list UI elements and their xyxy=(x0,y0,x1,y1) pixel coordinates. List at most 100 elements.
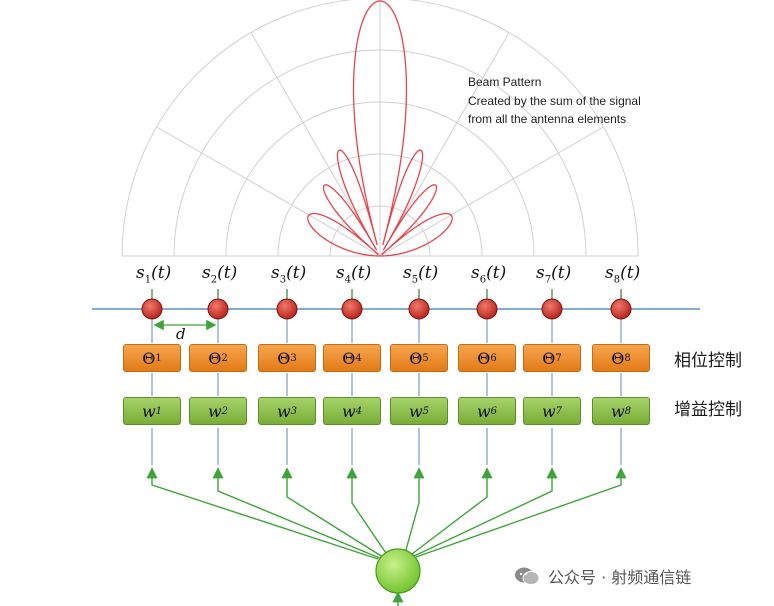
phase-index: 5 xyxy=(422,352,429,364)
phase-symbol: Θ xyxy=(611,348,625,368)
spacing-label: d xyxy=(176,325,186,343)
phase-symbol: Θ xyxy=(277,348,291,368)
signal-index: 7 xyxy=(544,274,552,286)
antenna-element-1 xyxy=(141,298,163,320)
beam-pattern-caption: Beam Pattern Created by the sum of the s… xyxy=(468,73,708,129)
phase-symbol: Θ xyxy=(342,348,356,368)
signal-symbol: s xyxy=(536,263,545,283)
signal-time-arg: (t) xyxy=(286,263,307,283)
phase-control-label: 相位控制 xyxy=(674,351,742,371)
gain-index: 4 xyxy=(355,405,363,417)
antenna-elements xyxy=(141,289,632,396)
antenna-element-8 xyxy=(610,298,632,320)
gain-symbol: w xyxy=(341,401,356,421)
beam-pattern-lobes xyxy=(307,0,453,257)
gain-index: 1 xyxy=(155,405,163,417)
caption-line-1: Beam Pattern xyxy=(468,75,542,89)
feed-line-1 xyxy=(146,467,379,560)
signal-label-6: s6(t) xyxy=(471,263,506,285)
chat-bubble-icon xyxy=(515,567,540,585)
gain-index: 5 xyxy=(422,405,430,417)
gain-index: 6 xyxy=(490,405,498,417)
signal-time-arg: (t) xyxy=(217,263,238,283)
phase-index: 6 xyxy=(490,352,497,364)
watermark-text: 公众号 · 射频通信链 xyxy=(548,568,692,587)
phase-symbol: Θ xyxy=(208,348,222,368)
signal-index: 8 xyxy=(613,274,621,286)
grid-ring xyxy=(121,0,639,257)
antenna-element-7 xyxy=(541,298,563,320)
signal-symbol: s xyxy=(271,263,280,283)
signal-label-7: s7(t) xyxy=(536,263,571,285)
antenna-element-2 xyxy=(207,298,229,320)
signal-index: 6 xyxy=(479,274,487,286)
feed-line-5 xyxy=(403,467,425,558)
feed-line-7 xyxy=(411,467,558,558)
gain-symbol: w xyxy=(541,401,556,421)
feed-line-8 xyxy=(415,467,627,558)
gain-symbol: w xyxy=(207,401,222,421)
phase-symbol: Θ xyxy=(409,348,423,368)
gain-symbol: w xyxy=(141,401,156,421)
signal-index: 1 xyxy=(144,274,152,286)
signal-index: 4 xyxy=(344,274,352,286)
signal-symbol: s xyxy=(136,263,145,283)
gain-index: 2 xyxy=(221,405,229,417)
signal-symbol: s xyxy=(336,263,345,283)
signal-label-4: s4(t) xyxy=(336,263,371,285)
phase-symbol: Θ xyxy=(542,348,556,368)
signal-source xyxy=(375,548,421,594)
phase-index: 8 xyxy=(624,352,631,364)
signal-label-8: s8(t) xyxy=(605,263,640,285)
phase-index: 3 xyxy=(290,352,297,364)
grid-spoke xyxy=(379,126,604,257)
signal-time-arg: (t) xyxy=(551,263,572,283)
gain-index: 8 xyxy=(624,405,632,417)
grid-spoke xyxy=(156,126,381,257)
antenna-element-3 xyxy=(276,298,298,320)
signal-index: 3 xyxy=(279,274,287,286)
feed-network xyxy=(146,428,627,606)
gain-index: 7 xyxy=(555,405,563,417)
signal-label-3: s3(t) xyxy=(271,263,306,285)
feed-line-2 xyxy=(212,467,383,560)
phase-index: 1 xyxy=(155,352,162,364)
gain-control-label: 增益控制 xyxy=(674,400,742,420)
signal-time-arg: (t) xyxy=(351,263,372,283)
grid-spoke xyxy=(379,32,510,257)
phase-symbol: Θ xyxy=(477,348,491,368)
phase-index: 7 xyxy=(555,352,562,364)
phase-symbol: Θ xyxy=(142,348,156,368)
signal-symbol: s xyxy=(202,263,211,283)
antenna-element-4 xyxy=(341,298,363,320)
signal-symbol: s xyxy=(471,263,480,283)
signal-time-arg: (t) xyxy=(418,263,439,283)
feed-line-4 xyxy=(346,467,391,560)
feed-line-3 xyxy=(281,467,387,560)
gain-symbol: w xyxy=(408,401,423,421)
phase-index: 2 xyxy=(221,352,228,364)
antenna-element-5 xyxy=(408,298,430,320)
signal-time-arg: (t) xyxy=(486,263,507,283)
gain-symbol: w xyxy=(276,401,291,421)
gain-symbol: w xyxy=(476,401,491,421)
signal-time-arg: (t) xyxy=(151,263,172,283)
phase-index: 4 xyxy=(355,352,362,364)
gain-index: 3 xyxy=(290,405,298,417)
grid-spoke xyxy=(250,32,381,257)
